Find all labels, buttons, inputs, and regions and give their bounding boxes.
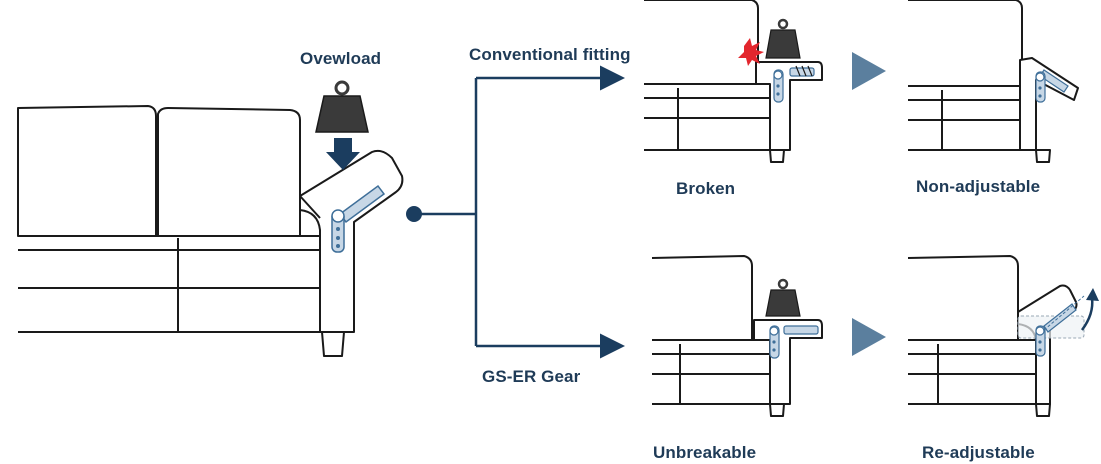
broken-mechanism [773,65,815,103]
unbreakable-label: Unbreakable [653,443,757,462]
overload-label: Ovewload [300,49,382,68]
back-cushion-right [157,107,301,239]
armrest-inner-edge [299,195,321,219]
conventional-fitting-label: Conventional fitting [469,45,631,64]
sofa-leg [321,331,345,357]
rotate-up-arrow-icon [1080,288,1099,331]
broken-sofa [644,0,823,163]
downward-arrow-icon [326,138,360,170]
unbreakable-weight [765,278,801,317]
unbreakable-sofa [651,255,823,417]
next-step-arrow-icon-2 [852,318,886,356]
branch-origin-dot [406,206,422,222]
non-adjustable-sofa [908,0,1079,163]
unbreakable-mechanism [769,325,819,359]
next-step-arrow-icon [852,52,886,90]
main-arm-mechanism [331,184,386,253]
non-adjustable-mechanism [1035,69,1069,103]
gs-er-gear-label: GS-ER Gear [482,367,581,386]
re-adjustable-sofa [907,255,1078,417]
re-adjustable-mechanism [1035,295,1085,357]
broken-label: Broken [676,179,736,198]
re-adjustable-label: Re-adjustable [922,443,1035,462]
break-burst-icon [738,38,764,66]
overload-weight [315,80,369,133]
non-adjustable-label: Non-adjustable [916,177,1041,196]
branch-connector [420,65,625,359]
main-sofa [17,105,404,357]
back-cushion-left [17,105,157,237]
broken-weight [765,18,801,59]
